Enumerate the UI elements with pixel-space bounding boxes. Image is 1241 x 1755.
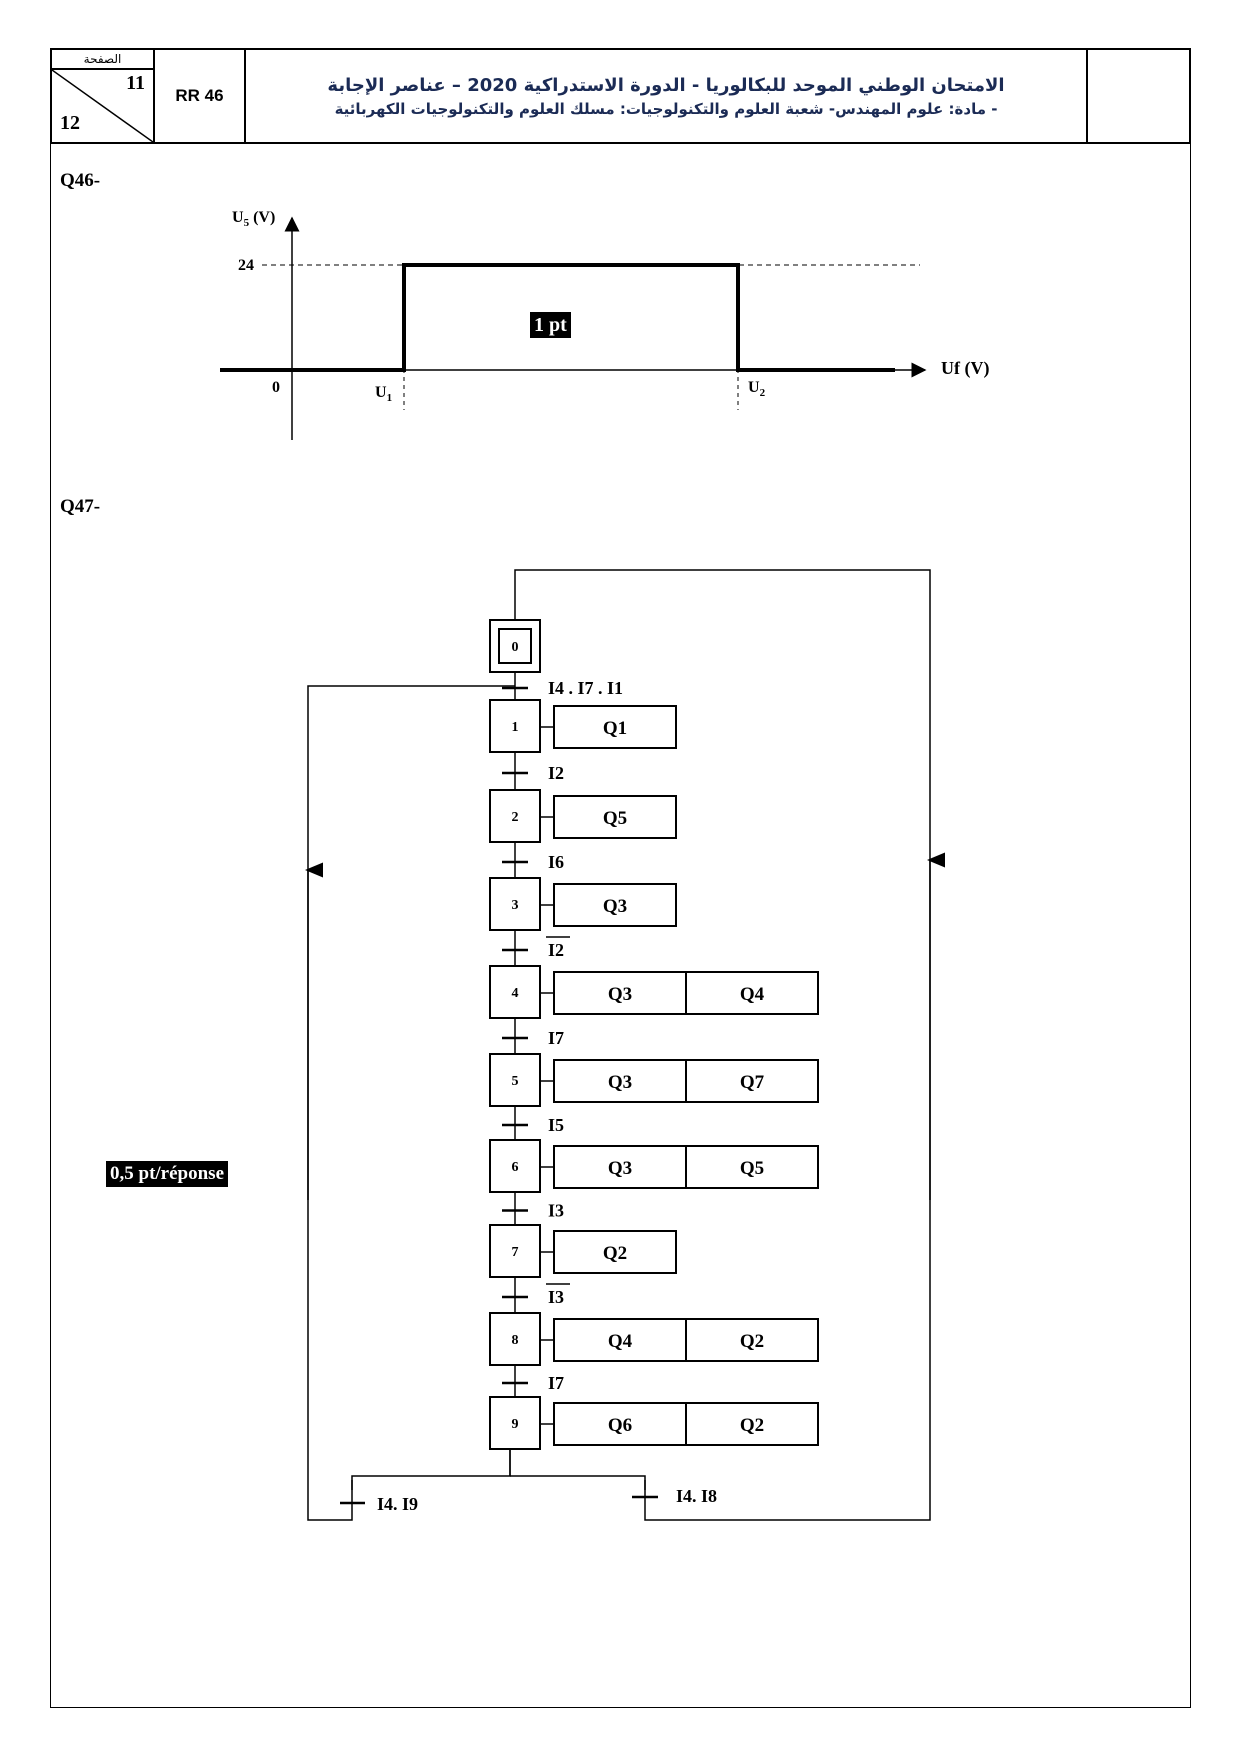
step-1-number: 1: [512, 720, 519, 735]
transition-label-2: I6: [548, 852, 564, 872]
step-4-number: 4: [512, 986, 519, 1001]
step-6-action-label: Q5: [740, 1158, 764, 1179]
transition-label-1: I2: [548, 763, 564, 783]
q46-score-badge: 1 pt: [530, 312, 571, 338]
u5-characteristic-curve: [220, 263, 895, 372]
step-5-action-label: Q7: [740, 1072, 765, 1093]
step-6-action-Q5: [685, 1145, 819, 1189]
exam-subtitle: - مادة: علوم المهندس- شعبة العلوم والتكن…: [334, 99, 998, 118]
step-1-action-Q1: [553, 705, 677, 749]
question-47-label: Q47-: [60, 496, 101, 517]
step-7-action-Q2: [553, 1230, 677, 1274]
step-5-box: [489, 1053, 541, 1107]
step-9-action-Q2: [685, 1402, 819, 1446]
transition-label-left: I4. I9: [377, 1494, 418, 1514]
step-8-action-Q4: [553, 1318, 687, 1362]
step-7-action-label: Q2: [603, 1243, 627, 1264]
transition-label-0: I4 . I7 . I1: [548, 678, 623, 698]
step-2-action-label: Q5: [603, 808, 627, 829]
y-axis-label: U5 (V): [232, 209, 275, 229]
step-4-action-label: Q4: [740, 984, 765, 1005]
u1-label: U1: [375, 384, 392, 404]
step-5-action-Q7: [685, 1059, 819, 1103]
step-4-box: [489, 965, 541, 1019]
y-tick-24: 24: [238, 257, 254, 274]
u2-label: U2: [748, 379, 766, 399]
page-total: 12: [60, 112, 80, 134]
transition-label-6: I3: [548, 1201, 564, 1221]
diagonal-divider: [52, 70, 153, 142]
step-9-box: [489, 1396, 541, 1450]
x-axis-label: Uf (V): [941, 358, 989, 379]
step-3-number: 3: [512, 898, 519, 913]
branch-right-link: [510, 1475, 646, 1490]
step-4-action-Q4: [685, 971, 819, 1015]
step-1-action-label: Q1: [603, 718, 627, 739]
question-46-label: Q46-: [60, 170, 101, 191]
transition-label-4: I7: [548, 1028, 564, 1048]
transition-label-3: I2: [548, 940, 564, 960]
q47-score-badge: 0,5 pt/réponse: [106, 1161, 228, 1187]
step-6-box: [489, 1139, 541, 1193]
step-6-number: 6: [512, 1160, 519, 1175]
step-5-action-label: Q3: [608, 1072, 632, 1093]
exam-code: RR 46: [155, 50, 246, 142]
loop-return-to-step-1: [307, 685, 515, 1521]
page-number: 11: [126, 72, 145, 94]
step-2-action-Q5: [553, 795, 677, 839]
page-label: الصفحة: [52, 50, 153, 70]
step-7-box: [489, 1224, 541, 1278]
step-8-action-label: Q4: [608, 1331, 633, 1352]
q46-transfer-chart: U5 (V) Uf (V) 24 0 U1 U2: [220, 209, 989, 440]
step-4-action-label: Q3: [608, 984, 632, 1005]
step-8-action-label: Q2: [740, 1331, 764, 1352]
step-3-action-Q3: [553, 883, 677, 927]
step-9-action-label: Q2: [740, 1415, 764, 1436]
exam-header: الصفحة 11 12 RR 46 الامتحان الوطني الموح…: [50, 48, 1191, 144]
step-6-action-label: Q3: [608, 1158, 632, 1179]
step-9-action-label: Q6: [608, 1415, 632, 1436]
step-5-action-Q3: [553, 1059, 687, 1103]
step-5-number: 5: [512, 1074, 519, 1089]
exam-title: الامتحان الوطني الموحد للبكالوريا - الدو…: [327, 74, 1005, 96]
transition-label-5: I5: [548, 1115, 564, 1135]
transition-label-7: I3: [548, 1287, 564, 1307]
step-8-number: 8: [512, 1333, 519, 1348]
transition-label-8: I7: [548, 1373, 564, 1393]
step-0-number: 0: [512, 640, 519, 655]
step-3-action-label: Q3: [603, 896, 627, 917]
initial-step-inner-box: [498, 628, 532, 664]
origin-label: 0: [272, 379, 280, 396]
step-8-action-Q2: [685, 1318, 819, 1362]
step-2-box: [489, 789, 541, 843]
page-number-cell: الصفحة 11 12: [52, 50, 155, 142]
step-4-action-Q3: [553, 971, 687, 1015]
transition-label-right: I4. I8: [676, 1486, 717, 1506]
branch-left-link: [351, 1450, 511, 1490]
step-9-number: 9: [512, 1417, 519, 1432]
step-2-number: 2: [512, 810, 519, 825]
exam-title-cell: الامتحان الوطني الموحد للبكالوريا - الدو…: [246, 50, 1088, 142]
step-7-number: 7: [512, 1245, 519, 1260]
